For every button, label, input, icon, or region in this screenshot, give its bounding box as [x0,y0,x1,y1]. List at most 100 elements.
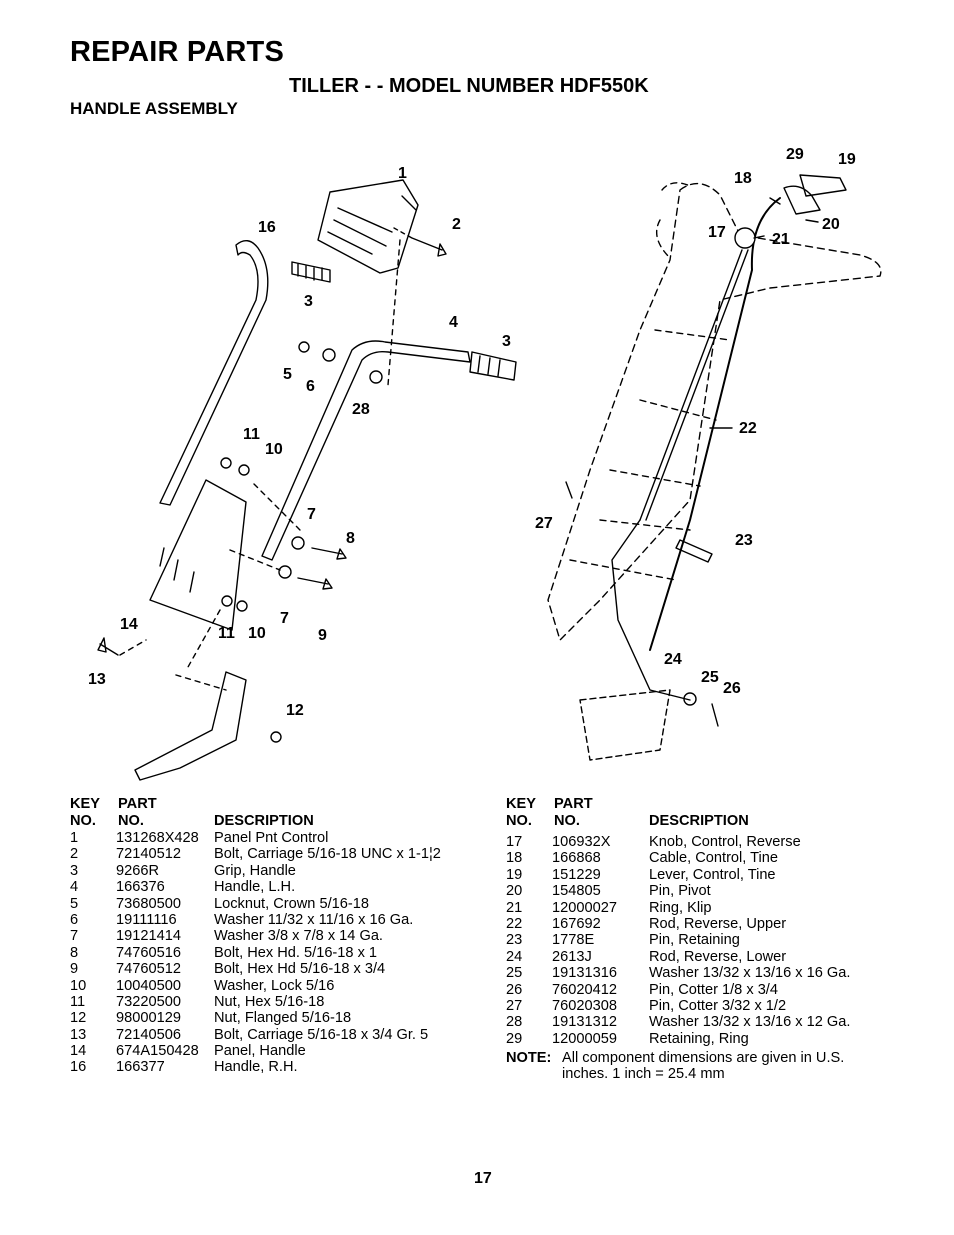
cell-desc: Locknut, Crown 5/16-18 [214,895,369,912]
cell-part: 76020412 [552,981,617,998]
cell-key: 21 [506,899,523,916]
part-header: PART [554,796,593,812]
cell-part: 154805 [552,883,601,900]
callout-27: 27 [535,515,553,532]
cell-key: 16 [70,1059,87,1076]
page-number: 17 [474,1170,492,1187]
cell-part: 19121414 [116,928,181,945]
cell-desc: Washer, Lock 5/16 [214,977,335,994]
cell-part: 166868 [552,850,601,867]
cell-key: 5 [70,895,79,912]
cell-key: 10 [70,977,87,994]
cell-part: 19131312 [552,1014,617,1031]
cell-part: 167692 [552,915,601,932]
callout-5: 5 [283,366,292,383]
cell-part: 1778E [552,932,595,949]
parts-diagram: 1 2 16 3 4 3 5 6 28 11 10 7 8 7 9 14 11 … [88,146,882,781]
callout-1: 1 [398,165,407,182]
panel-control-shape [317,179,419,274]
part-header-no: NO. [554,813,580,829]
cell-key: 2 [70,846,79,863]
cell-part: 131268X428 [116,830,199,846]
cell-key: 12 [70,1010,87,1027]
cell-part: 166376 [116,879,165,896]
cell-part: 12000059 [552,1030,617,1047]
cell-desc: Nut, Flanged 5/16-18 [214,1010,352,1027]
cell-part: 76020308 [552,997,617,1014]
cell-desc: Pin, Cotter 3/32 x 1/2 [649,997,787,1014]
callout-23: 23 [735,532,753,549]
callout-2: 2 [452,216,461,233]
cell-key: 7 [70,928,79,945]
cell-desc: Ring, Klip [649,899,712,916]
cell-part: 74760516 [116,944,181,961]
cell-desc: Rod, Reverse, Upper [649,915,787,932]
cell-key: 24 [506,948,523,965]
section-heading: HANDLE ASSEMBLY [70,99,238,118]
cell-part: 2613J [552,948,592,965]
callout-29: 29 [786,146,804,163]
callout-11b: 11 [218,625,235,642]
key-header: KEY [70,796,101,812]
callout-11a: 11 [243,426,260,443]
page-title: REPAIR PARTS [70,36,285,68]
cell-desc: Washer 13/32 x 13/16 x 12 Ga. [649,1014,851,1031]
callout-24: 24 [664,651,682,668]
cell-desc: Bolt, Carriage 5/16-18 x 3/4 Gr. 5 [214,1026,429,1043]
part-header: PART [118,796,157,812]
diagram-callouts: 1 2 16 3 4 3 5 6 28 11 10 7 8 7 9 14 11 … [88,146,856,719]
cell-key: 28 [506,1014,523,1031]
callout-9: 9 [318,627,327,644]
cell-key: 25 [506,965,523,982]
cell-key: 18 [506,850,523,867]
cell-desc: Handle, L.H. [214,879,296,896]
callout-13: 13 [88,671,106,688]
cell-key: 20 [506,883,523,900]
cell-key: 26 [506,981,523,998]
cell-desc: Handle, R.H. [214,1059,298,1076]
cell-part: 19111116 [116,911,177,928]
cell-key: 14 [70,1043,87,1060]
table-header: KEY PART NO. NO. DESCRIPTION [70,796,470,830]
cell-key: 8 [70,944,79,961]
handle-panel-shape [149,479,247,631]
cell-key: 6 [70,911,79,928]
cell-part: 674A150428 [116,1043,199,1060]
callout-26: 26 [723,680,741,697]
cell-part: 73220500 [116,993,181,1010]
cell-key: 1 [70,830,79,846]
key-header-no: NO. [70,813,96,829]
cell-desc: Bolt, Carriage 5/16-18 UNC x 1-1¦2 [214,846,441,863]
cell-part: 74760512 [116,961,181,978]
cell-desc: Panel Pnt Control [214,830,329,846]
cell-desc: Bolt, Hex Hd 5/16-18 x 3/4 [214,961,386,978]
tiller-body-outline [547,182,882,641]
note-text: All component dimensions are given in U.… [562,1050,845,1082]
parts-table-left: KEY PART NO. NO. DESCRIPTION 1 131268X428… [70,796,470,1076]
cell-key: 29 [506,1030,523,1047]
callout-22: 22 [739,420,757,437]
cell-key: 11 [70,993,86,1010]
cell-desc: Pin, Retaining [649,932,740,949]
key-header-no: NO. [506,813,532,829]
